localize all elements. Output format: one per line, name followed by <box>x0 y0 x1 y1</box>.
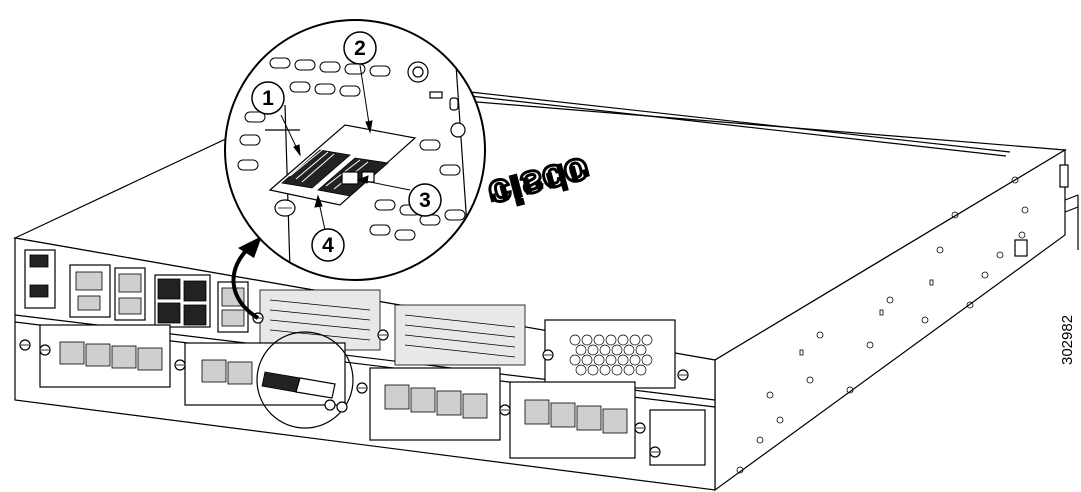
callout-leader-icon <box>280 64 411 231</box>
callout-2: 2 <box>343 31 377 65</box>
magnified-detail: 1 2 3 4 <box>224 19 486 281</box>
front-top-row <box>24 249 676 389</box>
side-panel-details <box>736 176 1029 474</box>
curved-arrow-icon <box>231 236 262 320</box>
callout-3-label: 3 <box>419 189 431 212</box>
module-connector <box>281 149 351 189</box>
nim-modules <box>39 324 706 466</box>
figure-id: 302982 <box>1059 315 1076 365</box>
detail-area-circle <box>256 331 354 429</box>
callout-4: 4 <box>311 228 345 262</box>
side-port <box>1014 239 1028 257</box>
callout-3: 3 <box>408 183 442 217</box>
fan-vent <box>544 319 676 389</box>
nim-slot-1 <box>39 324 171 388</box>
callout-2-label: 2 <box>354 37 366 60</box>
front-screws <box>19 312 689 458</box>
screw-icon <box>19 339 31 351</box>
nim-slot-4 <box>509 381 636 459</box>
callout-4-label: 4 <box>322 234 334 257</box>
callout-1: 1 <box>251 81 285 115</box>
callout-1-label: 1 <box>262 87 274 110</box>
nim-slot-3 <box>369 367 501 441</box>
thumb-screw-icon <box>274 199 296 217</box>
